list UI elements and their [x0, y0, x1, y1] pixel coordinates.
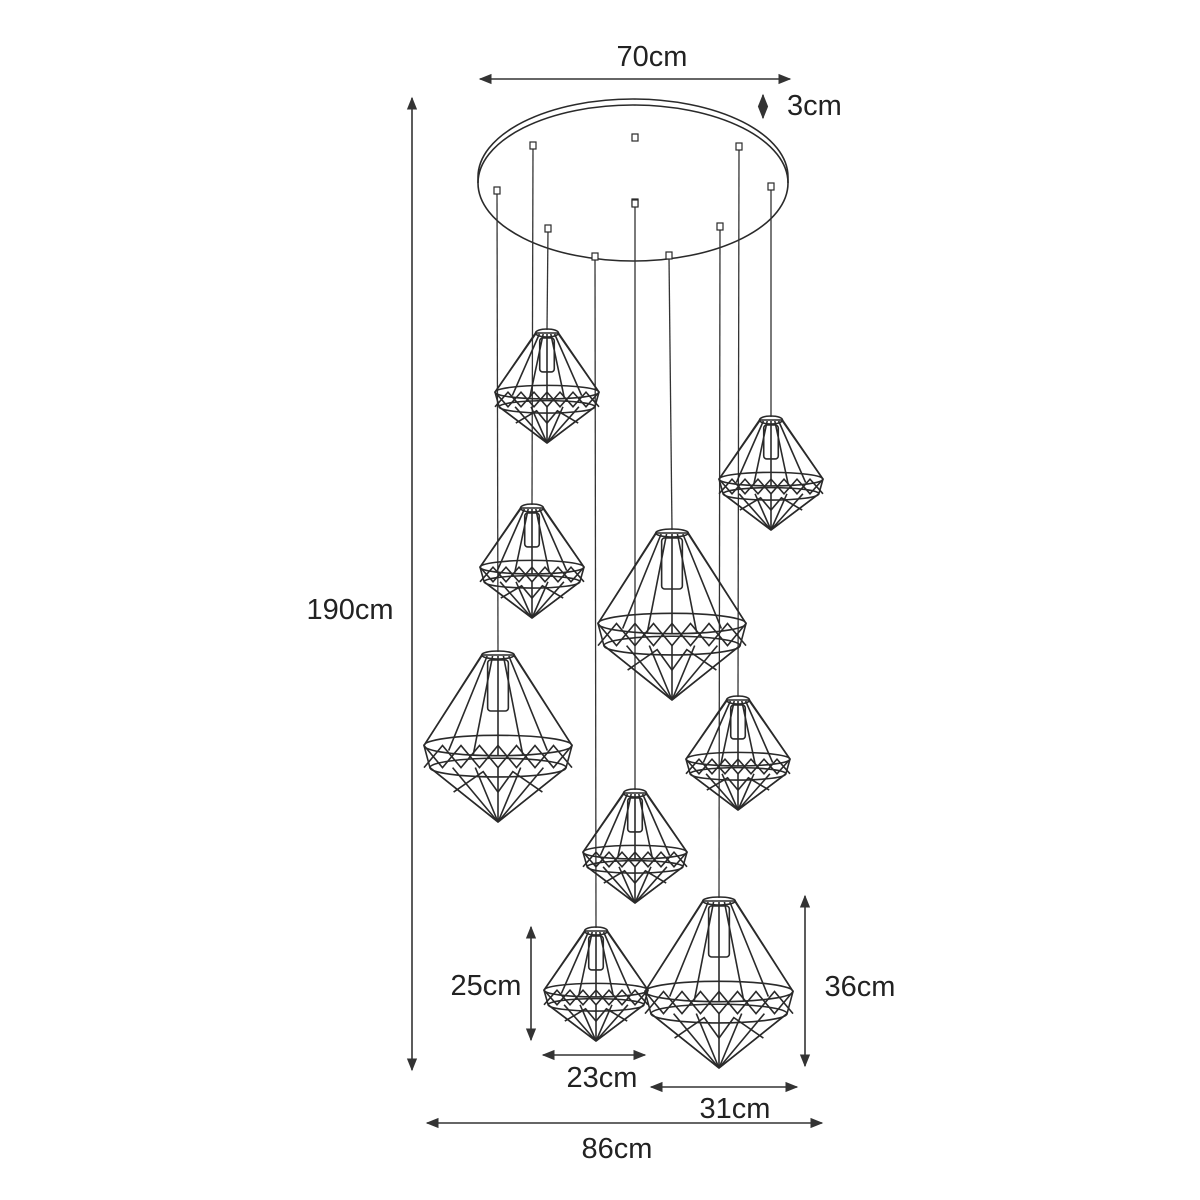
- canopy-diameter-label: 70cm: [617, 41, 688, 73]
- pendant-shade-small: [494, 328, 600, 445]
- pendant-shade-large: [423, 650, 573, 824]
- cord-ceiling-cap: [631, 199, 639, 208]
- cord-ceiling-cap: [767, 182, 775, 191]
- canopy-thickness-label: 3cm: [787, 90, 842, 122]
- suspension-cords: [493, 133, 775, 929]
- cord-ceiling-cap: [493, 186, 501, 195]
- cord-ceiling-cap: [716, 222, 724, 231]
- cord-ceiling-cap: [591, 252, 599, 261]
- pendant-shade-small: [543, 926, 649, 1043]
- pendant-shade-large: [644, 896, 794, 1070]
- pendant-cord: [531, 146, 534, 506]
- large-shade-width-label: 31cm: [700, 1093, 771, 1125]
- dimension-lines: 70cm 3cm 190cm 25cm 23cm 36cm 31cm 86cm: [306, 41, 895, 1165]
- cord-ceiling-cap: [735, 142, 743, 151]
- large-shade-height-label: 36cm: [825, 971, 896, 1003]
- pendant-cord: [496, 191, 499, 653]
- pendant-shade-small: [718, 415, 824, 532]
- pendant-shade-small: [685, 695, 791, 812]
- cord-ceiling-cap: [665, 251, 673, 260]
- cord-ceiling-cap: [529, 141, 537, 150]
- pendant-cord: [737, 147, 740, 698]
- pendant-cord: [546, 229, 549, 331]
- pendant-cord: [594, 257, 597, 929]
- overall-width-label: 86cm: [582, 1133, 653, 1165]
- pendant-shade-small: [582, 788, 688, 905]
- small-shade-height-label: 25cm: [451, 970, 522, 1002]
- small-shade-width-label: 23cm: [567, 1062, 638, 1094]
- pendant-cord: [668, 256, 673, 531]
- ceiling-canopy: [477, 98, 789, 262]
- cord-ceiling-cap: [544, 224, 552, 233]
- pendant-cord: [718, 227, 721, 899]
- pendant-shade-small: [479, 503, 585, 620]
- overall-height-label: 190cm: [306, 594, 393, 626]
- pendant-shade-large: [597, 528, 747, 702]
- pendant-shades: [423, 328, 824, 1070]
